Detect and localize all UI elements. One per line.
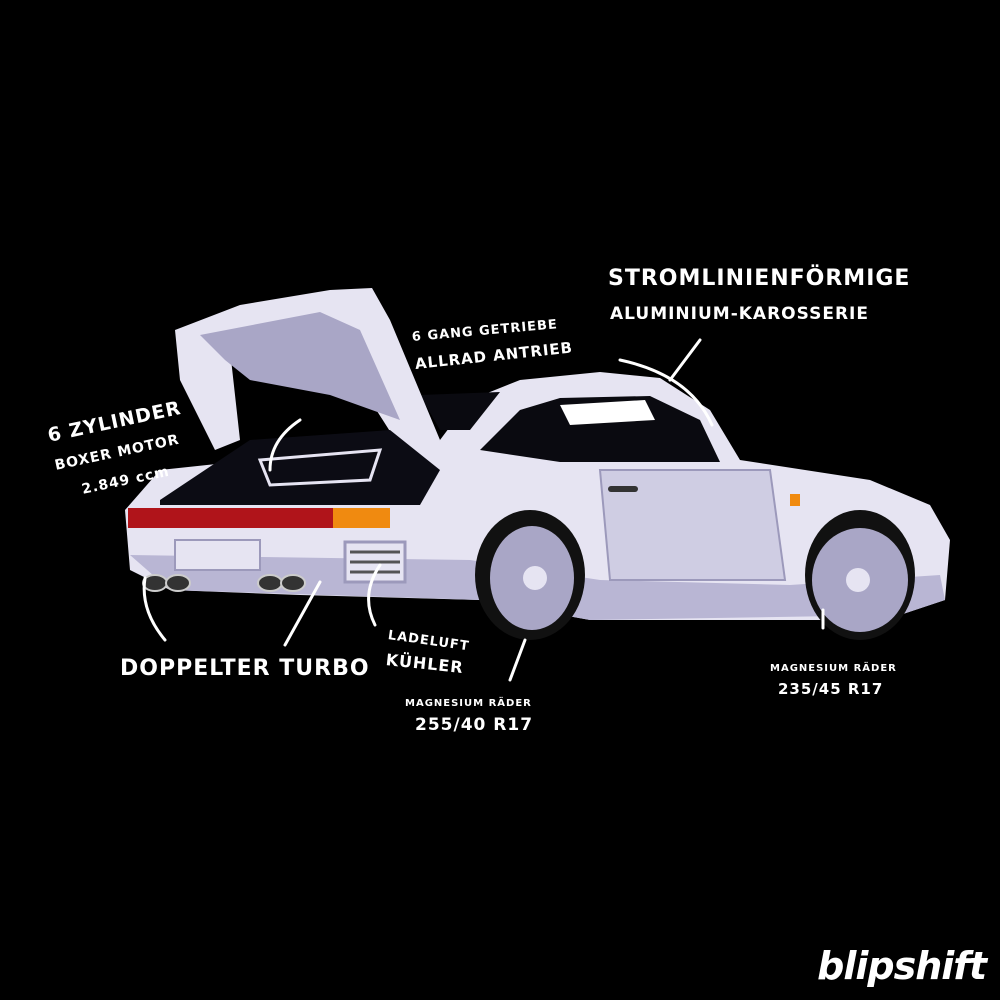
- front-wheel: [805, 510, 915, 640]
- rear-wheel-label-line2: 255/40 R17: [415, 715, 534, 735]
- door-handle: [608, 486, 638, 492]
- door: [598, 469, 787, 581]
- front-wheel-label-line1: MAGNESIUM RÄDER: [770, 663, 897, 674]
- intercooler-vent: [343, 540, 407, 584]
- brand-logo: blipshift: [817, 944, 987, 988]
- window-highlight: [560, 400, 655, 425]
- rear-wheel-label-line1: MAGNESIUM RÄDER: [405, 698, 532, 709]
- body-label-line1: STROMLINIENFÖRMIGE: [608, 266, 911, 291]
- body-label-line2: ALUMINIUM-KAROSSERIE: [610, 304, 869, 324]
- front-wheel-label-line2: 235/45 R17: [778, 680, 884, 698]
- rear-wheel: [475, 510, 585, 640]
- engine-bay: [160, 430, 440, 505]
- engine-lid-inner: [200, 312, 400, 420]
- front-indicator: [790, 494, 800, 506]
- rear-window: [420, 392, 500, 430]
- indicator-light: [333, 508, 390, 528]
- annotation-lines: [142, 338, 825, 682]
- turbo-label: DOPPELTER TURBO: [120, 656, 370, 681]
- taillight-bar: [128, 508, 333, 528]
- license-plate: [174, 539, 261, 571]
- side-window: [480, 396, 720, 462]
